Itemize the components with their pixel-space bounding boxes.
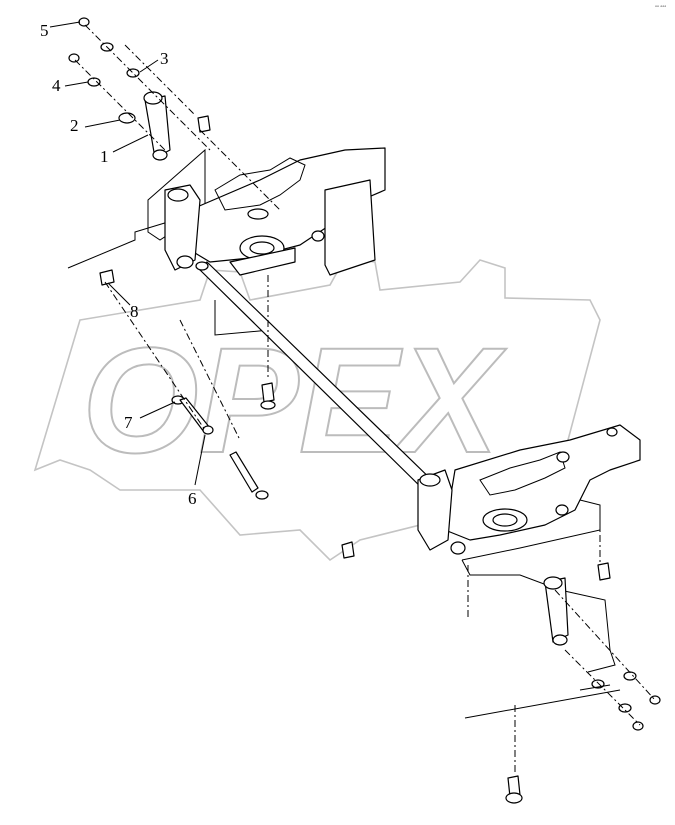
ground-lines — [464, 684, 621, 719]
callout-label-2: 2 — [70, 116, 79, 135]
lower-right-mount — [417, 424, 641, 673]
shock-absorber-lower — [543, 576, 569, 646]
callout-label-6: 6 — [188, 489, 197, 508]
callout-label-3: 3 — [160, 49, 169, 68]
center-lines — [74, 24, 656, 775]
upper-left-mount — [67, 147, 386, 336]
watermark-text: OPEX — [82, 316, 507, 484]
callout-leaders — [49, 21, 206, 486]
callout-label-1: 1 — [100, 147, 109, 166]
callout-label-7: 7 — [124, 413, 133, 432]
callout-label-4: 4 — [52, 76, 61, 95]
callout-label-5: 5 — [40, 21, 49, 40]
corner-mark: °° °°° — [655, 5, 666, 10]
callout-label-8: 8 — [130, 302, 139, 321]
shock-absorber-upper — [143, 91, 171, 161]
watermark-gear — [33, 257, 601, 562]
